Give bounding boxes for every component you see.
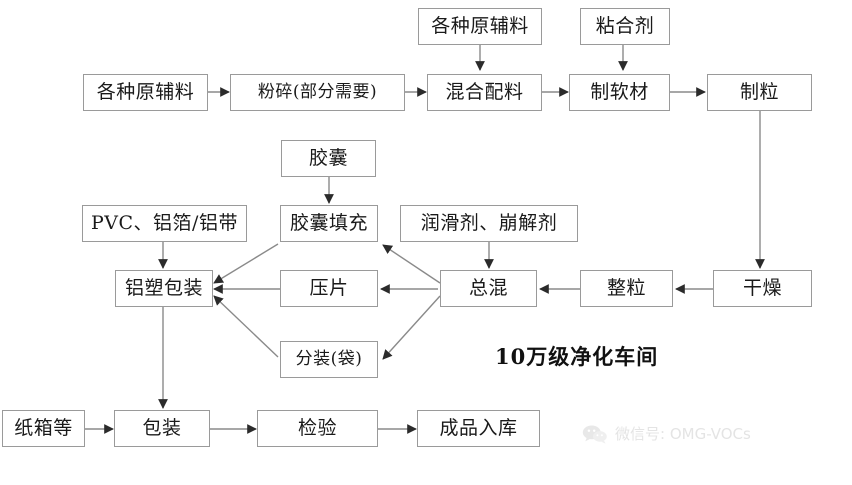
node-sizing[interactable]: 整粒 <box>580 270 673 307</box>
node-label: 混合配料 <box>445 81 524 103</box>
node-label: 总混 <box>468 277 508 299</box>
node-drying[interactable]: 干燥 <box>713 270 812 307</box>
node-warehousing[interactable]: 成品入库 <box>417 410 540 447</box>
watermark-text: 微信号: OMG-VOCs <box>615 425 751 443</box>
node-label: 润滑剂、崩解剂 <box>420 212 558 234</box>
node-label: 压片 <box>309 277 349 299</box>
node-label: 各种原辅料 <box>96 81 195 103</box>
zone-label-text: 10万级净化车间 <box>495 344 659 369</box>
node-crushing[interactable]: 粉碎(部分需要) <box>230 74 405 111</box>
node-label: 整粒 <box>606 277 646 299</box>
edge-totalmix-to-filling <box>382 244 441 284</box>
node-label: PVC、铝箔/铝带 <box>91 212 238 234</box>
node-label: 各种原辅料 <box>431 15 529 37</box>
node-inspection[interactable]: 检验 <box>257 410 378 447</box>
node-bagging[interactable]: 分装(袋) <box>280 341 378 378</box>
node-label: 干燥 <box>742 277 782 299</box>
node-label: 检验 <box>297 417 337 439</box>
edge-bagging-to-aluplastic <box>213 295 279 358</box>
node-capsule[interactable]: 胶囊 <box>281 140 376 177</box>
node-label: 纸箱等 <box>14 417 73 439</box>
node-capsule-filling[interactable]: 胶囊填充 <box>280 205 378 242</box>
node-label: 制粒 <box>739 81 779 103</box>
node-label: 铝塑包装 <box>124 277 203 299</box>
node-binder[interactable]: 粘合剂 <box>580 8 670 45</box>
node-raw-materials-2[interactable]: 各种原辅料 <box>418 8 542 45</box>
node-mixing[interactable]: 混合配料 <box>427 74 542 111</box>
node-label: 分装(袋) <box>295 349 363 369</box>
node-label: 粘合剂 <box>595 15 655 37</box>
node-total-mixing[interactable]: 总混 <box>440 270 537 307</box>
node-soft-material[interactable]: 制软材 <box>569 74 670 111</box>
node-packaging[interactable]: 包装 <box>114 410 210 447</box>
node-raw-materials-1[interactable]: 各种原辅料 <box>83 74 208 111</box>
edge-totalmix-to-bagging <box>382 295 441 360</box>
node-label: 胶囊填充 <box>289 212 368 234</box>
wechat-icon <box>582 424 608 444</box>
clean-room-zone-label: 10万级净化车间 <box>495 341 658 371</box>
edge-filling-to-aluplastic <box>213 243 279 284</box>
node-label: 制软材 <box>590 81 649 103</box>
node-alu-plastic-packing[interactable]: 铝塑包装 <box>115 270 213 307</box>
node-label: 粉碎(部分需要) <box>257 82 378 102</box>
node-carton[interactable]: 纸箱等 <box>2 410 85 447</box>
node-granulating[interactable]: 制粒 <box>707 74 812 111</box>
node-lubricant[interactable]: 润滑剂、崩解剂 <box>400 205 578 242</box>
node-label: 胶囊 <box>308 147 348 169</box>
watermark: 微信号: OMG-VOCs <box>582 423 751 444</box>
node-label: 包装 <box>142 417 182 439</box>
node-pvc-foil[interactable]: PVC、铝箔/铝带 <box>82 205 247 242</box>
node-tableting[interactable]: 压片 <box>280 270 378 307</box>
node-label: 成品入库 <box>439 417 518 439</box>
